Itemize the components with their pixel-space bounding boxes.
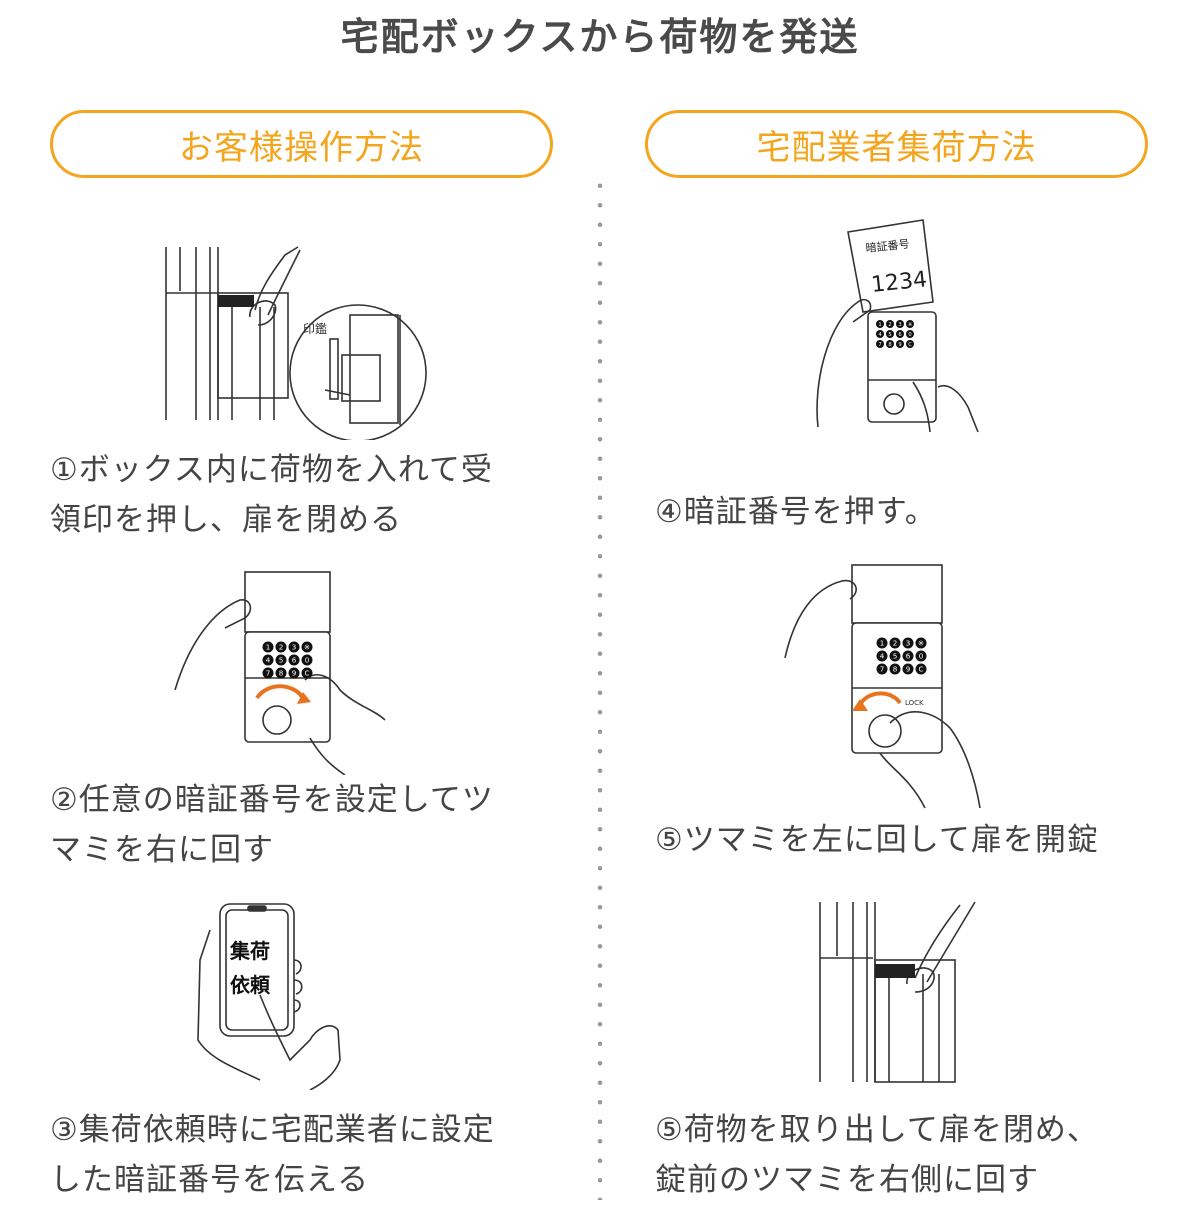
keypad-key-label: 0	[919, 651, 924, 660]
keypad-key-label: 8	[888, 342, 891, 348]
keypad-key-label: 6	[292, 655, 297, 664]
keypad-key-label: 2	[893, 638, 898, 647]
section-divider	[597, 176, 603, 1200]
remove-parcel-illustration	[819, 901, 976, 1083]
keypad-key-label: 1	[880, 638, 885, 647]
keypad-key	[301, 641, 313, 653]
keypad-key	[915, 650, 927, 662]
keypad-key-label: 0	[305, 655, 310, 664]
keypad-key	[301, 654, 313, 666]
keypad-key	[301, 667, 313, 679]
keypad-key-label: 3	[898, 322, 901, 328]
keypad-key	[915, 637, 927, 649]
step-6-text: ⑤荷物を取り出して扉を閉め、 錠前のツマミを右側に回す	[655, 1112, 1099, 1198]
keypad-key	[902, 650, 914, 662]
keypad-key-label: 9	[292, 668, 297, 677]
keypad-key-label: 4	[878, 332, 882, 338]
keypad-key-label: 5	[888, 332, 891, 338]
keypad-key-label: 3	[906, 638, 911, 647]
keypad-key	[902, 663, 914, 675]
keypad-key	[876, 663, 888, 675]
keypad-key-label: 7	[880, 664, 885, 673]
keypad-key	[889, 637, 901, 649]
keypad-key	[896, 320, 904, 328]
keypad-key-label: C	[908, 342, 912, 348]
keypad-key-label: 0	[908, 332, 911, 338]
keypad-key-label: 7	[878, 342, 881, 348]
keypad-key	[896, 340, 904, 348]
keypad-key-label: 7	[266, 668, 271, 677]
keypad-key	[275, 641, 287, 653]
keypad-key	[288, 654, 300, 666]
note-code: 1234	[870, 267, 928, 298]
keypad-key-label: 4	[880, 651, 885, 660]
keypad-key	[275, 654, 287, 666]
step-2-text: ②任意の暗証番号を設定してツ マミを右に回す	[50, 782, 494, 868]
keypad-key-label: 1	[266, 642, 271, 651]
keypad-key-label: 2	[888, 322, 891, 328]
keypad-key-label: 5	[279, 655, 284, 664]
keypad-key	[876, 340, 884, 348]
keypad-key	[876, 330, 884, 338]
keypad-key	[262, 654, 274, 666]
keypad-key-label: ※	[918, 638, 924, 647]
note-title: 暗証番号	[865, 236, 910, 255]
keypad-key-label: 6	[898, 332, 901, 338]
keypad-key	[886, 340, 894, 348]
keypad-key	[876, 637, 888, 649]
keypad-key	[262, 667, 274, 679]
keypad-key	[889, 663, 901, 675]
keypad-key-label: ※	[304, 642, 310, 651]
keypad-key-label: 5	[893, 651, 898, 660]
keypad-key	[906, 320, 914, 328]
phone-text-line2: 依頼	[230, 973, 271, 997]
keypad-key-label: ※	[908, 322, 912, 328]
phone-text-line1: 集荷	[229, 939, 270, 963]
keypad-key	[275, 667, 287, 679]
step-1-text: ①ボックス内に荷物を入れて受 領印を押し、扉を閉める	[50, 452, 493, 538]
phone-request-illustration: 集荷 依頼	[197, 903, 341, 1090]
keypad-key	[896, 330, 904, 338]
inkan-label: 印鑑	[303, 321, 327, 336]
keypad-key	[876, 320, 884, 328]
keypad-key-label: 3	[292, 642, 297, 651]
stamp-box-illustration: 印鑑	[165, 246, 427, 440]
page-title: 宅配ボックスから荷物を発送	[340, 15, 860, 59]
keypad-key-label: 9	[906, 664, 911, 673]
keypad-key-label: 1	[878, 322, 881, 328]
keypad-key	[889, 650, 901, 662]
step-4-text: ④暗証番号を押す。	[655, 494, 937, 530]
keypad-key	[906, 330, 914, 338]
keypad-key-label: 4	[266, 655, 271, 664]
lock-label: LOCK	[905, 699, 924, 707]
keypad-key-label: 9	[898, 342, 901, 348]
keypad-key	[288, 667, 300, 679]
keypad-key-label: C	[919, 664, 924, 673]
keypad-key	[262, 641, 274, 653]
keypad-key	[886, 320, 894, 328]
keypad-key	[886, 330, 894, 338]
keypad-key-label: 8	[893, 664, 898, 673]
courier-section-header: 宅配業者集荷方法	[645, 110, 1148, 178]
customer-section-header: お客様操作方法	[50, 110, 553, 178]
step-3-text: ③集荷依頼時に宅配業者に設定 した暗証番号を伝える	[50, 1112, 495, 1198]
keypad-key	[915, 663, 927, 675]
keypad-key-label: 2	[279, 642, 284, 651]
keypad-key	[288, 641, 300, 653]
keypad-key	[906, 340, 914, 348]
step-5-text: ⑤ツマミを左に回して扉を開錠	[655, 822, 1099, 858]
keypad-key-label: 6	[906, 651, 911, 660]
keypad-key-label: C	[305, 668, 310, 677]
keypad-key	[902, 637, 914, 649]
keypad-key-label: 8	[279, 668, 284, 677]
keypad-key	[876, 650, 888, 662]
